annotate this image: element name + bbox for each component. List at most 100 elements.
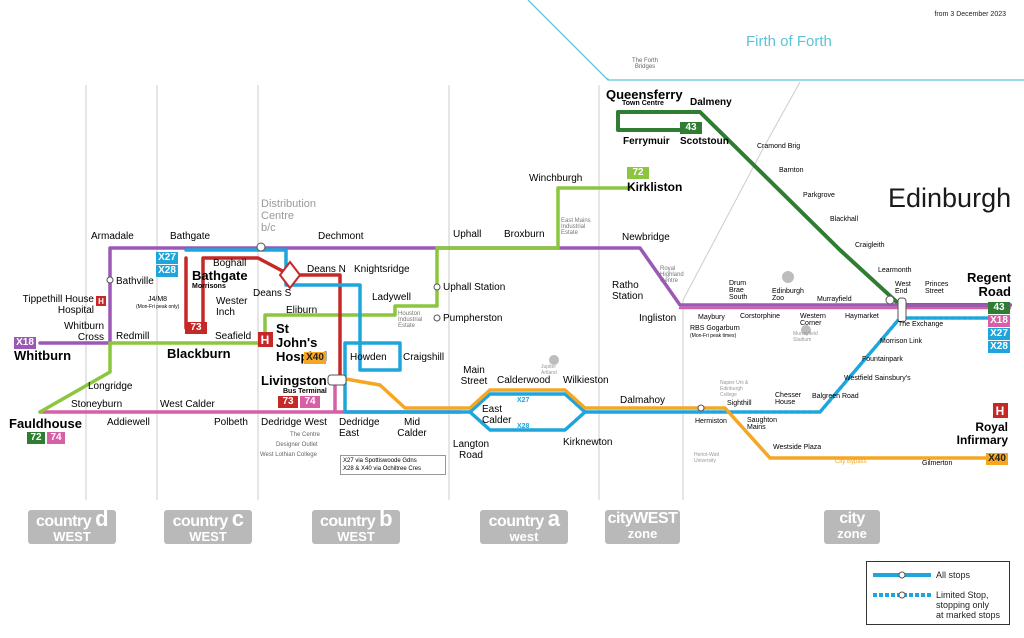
stop-tippethill: Tippethill House Hospital — [22, 294, 94, 316]
stop-rbs-gogarburn: RBS Gogarburn — [690, 325, 740, 332]
badge-x27: X27 — [156, 252, 178, 264]
legend: All stops Limited Stop, stopping only at… — [866, 561, 1010, 625]
stop-royal-highland: Royal Highland Centre — [660, 266, 684, 284]
stadium-icon — [801, 325, 811, 335]
badge-43: 43 — [680, 122, 702, 134]
stop-blackburn: Blackburn — [167, 346, 231, 361]
route-x28-line — [468, 410, 587, 432]
badge-x40: X40 — [304, 352, 326, 364]
badge-x28: X28 — [156, 265, 178, 277]
stop-fauldhouse: Fauldhouse — [9, 416, 82, 431]
stop-east-mains: East Mains Industrial Estate — [561, 218, 591, 236]
stop-kirkliston: Kirkliston — [627, 180, 683, 194]
route-x27-line — [184, 248, 702, 414]
stop-dedridge-east: Dedridge East — [339, 417, 380, 439]
badge-74-liv: 74 — [300, 396, 320, 408]
route-x18-line — [38, 246, 1012, 345]
stop-uphall: Uphall — [453, 229, 482, 240]
stop-pumpherston: Pumpherston — [443, 313, 503, 324]
stop-corstorphine: Corstorphine — [740, 313, 781, 320]
stop-forth-bridges: The Forth Bridges — [631, 58, 658, 70]
poi-designer-outlet: Designer Outlet — [276, 442, 318, 448]
badge-74-fauld: 74 — [47, 432, 65, 444]
stop-westfield: Westfield Sainsbury's — [844, 375, 911, 382]
stop-bathgate-morrisons: Bathgate — [192, 268, 248, 283]
stop-princes-street: Princes Street — [925, 281, 949, 295]
svg-text:H: H — [261, 333, 270, 347]
stop-craigshill: Craigshill — [403, 352, 445, 363]
stop-edinburgh-zoo: Edinburgh Zoo — [772, 288, 804, 302]
stop-bathville: Bathville — [116, 276, 154, 287]
stop-parkgrove: Parkgrove — [803, 192, 835, 199]
poi-the-centre: The Centre — [290, 432, 321, 438]
zone-country-west-a: country a west — [480, 508, 568, 544]
line-label-x27: X27 — [517, 397, 530, 404]
stop-gilmerton: Gilmerton — [922, 460, 953, 467]
stop-royal-infirmary: Royal Infirmary — [956, 420, 1008, 447]
stop-deans-n: Deans N — [307, 264, 346, 275]
stop-murrayfield: Murrayfield — [817, 296, 852, 303]
badge-73: 73 — [185, 322, 207, 334]
stop-wester-inch: Wester Inch — [216, 296, 248, 318]
stop-morrison-link: Morrison Link — [880, 338, 923, 345]
stop-redmill: Redmill — [116, 331, 150, 342]
badge-72: 72 — [627, 167, 649, 179]
badge-x18: X18 — [14, 337, 36, 349]
stop-town-centre: Town Centre — [622, 100, 664, 107]
badge-x40-ri: X40 — [986, 453, 1008, 465]
sea-label: Firth of Forth — [746, 33, 832, 50]
stop-livingston: Livingston — [261, 373, 327, 388]
stop-westside-plaza: Westside Plaza — [773, 444, 822, 451]
svg-text:H: H — [996, 404, 1005, 418]
stop-whitburn-cross: Whitburn Cross — [63, 321, 104, 343]
city-bypass-label: City Bypass — [835, 459, 867, 465]
stop-langton-road: Langton Road — [452, 439, 490, 461]
stop-saughton-mains: Saughton Mains — [747, 417, 777, 431]
stop-drum-brae: Drum Brae South — [729, 280, 748, 301]
stop-morrisons: Morrisons — [192, 283, 226, 290]
note-x27: X27 via Spottiswoode Gdns — [343, 458, 417, 464]
stop-j4m8: J4/M8 — [148, 296, 168, 303]
stop-cramond-brig: Cramond Brig — [757, 143, 801, 150]
stop-dechmont: Dechmont — [318, 231, 364, 242]
stop-eliburn: Eliburn — [286, 305, 318, 316]
stop-longridge: Longridge — [88, 381, 133, 392]
stop-ratho-station: Ratho Station — [612, 280, 644, 302]
legend-limited-3: at marked stops — [936, 610, 1001, 620]
stop-ferrymuir: Ferrymuir — [623, 136, 670, 147]
stop-west-calder: West Calder — [160, 399, 215, 410]
legend-limited-1: Limited Stop, — [936, 590, 989, 600]
rbs-note: (Mon-Fri peak times) — [690, 333, 737, 339]
badge-72-fauld: 72 — [27, 432, 45, 444]
stop-west-end: West End — [895, 281, 911, 295]
note-x28-x40: X28 & X40 via Ochiltree Cres — [343, 466, 422, 472]
stop-stoneyburn: Stoneyburn — [71, 399, 123, 410]
badge-x27-city: X27 — [988, 328, 1010, 340]
route-x27-limited — [698, 316, 1012, 414]
stop-boghall: Boghall — [213, 258, 247, 269]
zone-citywest: cityWEST zone — [605, 510, 680, 544]
date-note: from 3 December 2023 — [934, 11, 1006, 18]
stop-bathgate: Bathgate — [170, 231, 211, 242]
stop-blackhall: Blackhall — [830, 216, 859, 223]
stop-seafield: Seafield — [215, 331, 252, 342]
stop-east-calder: East Calder — [482, 404, 512, 426]
stop-hermiston: Hermiston — [695, 418, 727, 425]
svg-text:H: H — [98, 297, 104, 306]
route-note-box: X27 via Spottiswoode Gdns X28 & X40 via … — [340, 455, 446, 475]
stop-newbridge: Newbridge — [622, 232, 670, 243]
hospital-icon: H H H — [96, 296, 1008, 418]
stop-mid-calder: Mid Calder — [397, 417, 427, 439]
badge-x28-city: X28 — [988, 341, 1010, 353]
stop-knightsridge: Knightsridge — [354, 264, 410, 275]
stop-ladywell: Ladywell — [372, 292, 411, 303]
city-label: Edinburgh — [888, 183, 1012, 213]
stop-regent-road: Regent Road — [966, 270, 1011, 299]
legend-all-stops: All stops — [936, 570, 971, 580]
artland-icon — [549, 355, 559, 365]
stop-armadale: Armadale — [91, 231, 134, 242]
stop-napier: Napier Uni & Edinburgh College — [720, 380, 749, 398]
stop-markers — [106, 242, 907, 412]
stop-haymarket: Haymarket — [845, 313, 879, 320]
